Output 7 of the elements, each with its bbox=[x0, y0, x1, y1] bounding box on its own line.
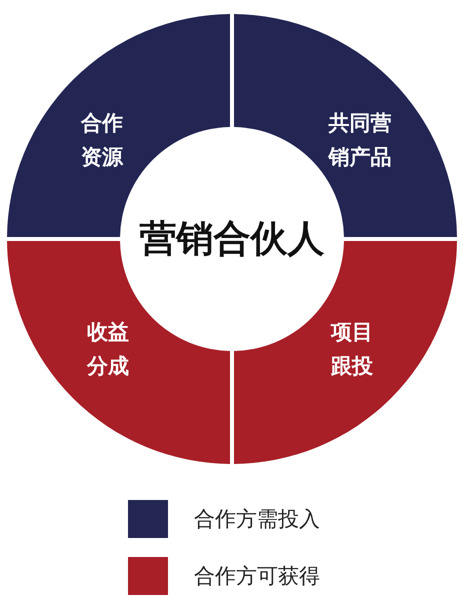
segment-label: 合作资源 bbox=[80, 110, 124, 171]
segment-label: 收益分成 bbox=[86, 319, 130, 380]
center-title: 营销合伙人 bbox=[140, 216, 324, 262]
segment-label: 项目跟投 bbox=[330, 319, 374, 380]
legend-label: 合作方可获得 bbox=[194, 563, 320, 590]
segment-label: 共同营销产品 bbox=[327, 110, 392, 171]
legend-label: 合作方需投入 bbox=[194, 506, 320, 533]
